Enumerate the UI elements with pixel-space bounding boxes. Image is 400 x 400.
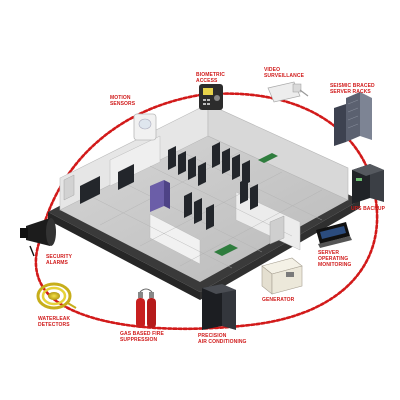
air-conditioner-icon	[202, 284, 236, 330]
motion-sensor-icon	[133, 113, 157, 141]
water-leak-cable-icon	[36, 282, 77, 310]
server-operating-monitoring-label: SERVER OPERATING MONITORING	[318, 250, 352, 268]
biometric-access-label: BIOMETRIC ACCESS	[196, 72, 225, 84]
server-rack-rows	[80, 142, 258, 230]
motion-sensors-label: MOTION SENSORS	[110, 95, 136, 107]
waterleak-detectors-label: WATERLEAK DETECTORS	[38, 316, 71, 328]
video-surveillance-label: VIDEO SURVEILLANCE	[264, 67, 305, 79]
surveillance-camera-icon	[267, 81, 309, 103]
gas-cylinder-icon	[136, 288, 156, 328]
server-rack-icon	[334, 92, 372, 146]
building-isometric	[48, 103, 360, 300]
security-alarms-label: SECURITY ALARMS	[46, 254, 73, 266]
monitoring-screen-icon	[316, 222, 352, 248]
biometric-reader-icon	[199, 84, 223, 110]
generator-label: GENERATOR	[262, 297, 295, 303]
seismic-braced-server-racks-label: SEISMIC BRACED SERVER RACKS	[330, 83, 375, 95]
ups-backup-label: UPS BACKUP	[351, 206, 386, 212]
red-ring-path	[34, 92, 379, 331]
siren-icon	[20, 218, 56, 257]
gas-based-fire-suppression-label: GAS BASED FIRE SUPPRESSION	[120, 331, 164, 343]
ups-unit-icon	[352, 164, 384, 204]
generator-icon	[261, 257, 303, 295]
precision-air-conditioning-label: PRECISION AIR CONDITIONING	[198, 333, 247, 345]
